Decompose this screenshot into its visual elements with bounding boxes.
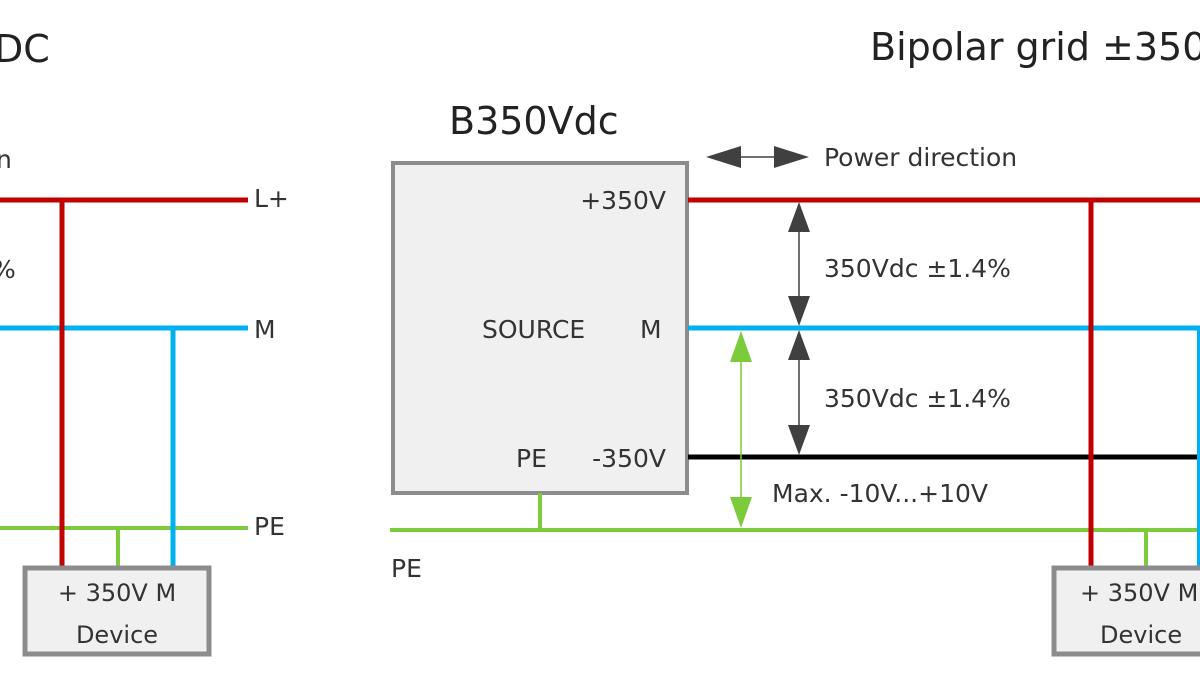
rail-label-lplus: L+ — [254, 184, 289, 213]
upper-voltage-label: 350Vdc ±1.4% — [824, 254, 1011, 283]
source-name: SOURCE — [482, 315, 585, 344]
source-plus-terminal: +350V — [580, 186, 666, 215]
left-device-box — [22, 565, 212, 657]
right-device-terminals: + 350V M — [1080, 579, 1198, 607]
left-label-fragment: % — [0, 255, 16, 284]
pe-tolerance-label: Max. -10V...+10V — [772, 479, 988, 508]
pe-rail-label: PE — [391, 554, 422, 583]
right-title: Bipolar grid ±350 — [870, 25, 1200, 69]
left-label-fragment: n — [0, 145, 12, 174]
source-minus-terminal: -350V — [592, 444, 666, 473]
rail-label-pe: PE — [254, 512, 285, 541]
power-direction-arrow-icon — [706, 146, 809, 168]
right-device-label: Device — [1100, 621, 1182, 649]
power-direction-label: Power direction — [824, 143, 1017, 172]
source-title: B350Vdc — [449, 99, 619, 143]
left-device-terminals: + 350V M — [58, 579, 176, 607]
lower-voltage-arrow-icon — [788, 330, 810, 455]
source-pe-terminal: PE — [516, 444, 547, 473]
left-title: DC — [0, 27, 50, 71]
right-device-box — [1051, 565, 1200, 657]
upper-voltage-arrow-icon — [788, 202, 810, 326]
left-device-label: Device — [76, 621, 158, 649]
source-m-terminal: M — [640, 315, 662, 344]
source-box — [391, 161, 689, 495]
pe-tolerance-arrow-icon — [730, 331, 752, 528]
rail-label-m: M — [254, 315, 276, 344]
lower-voltage-label: 350Vdc ±1.4% — [824, 384, 1011, 413]
